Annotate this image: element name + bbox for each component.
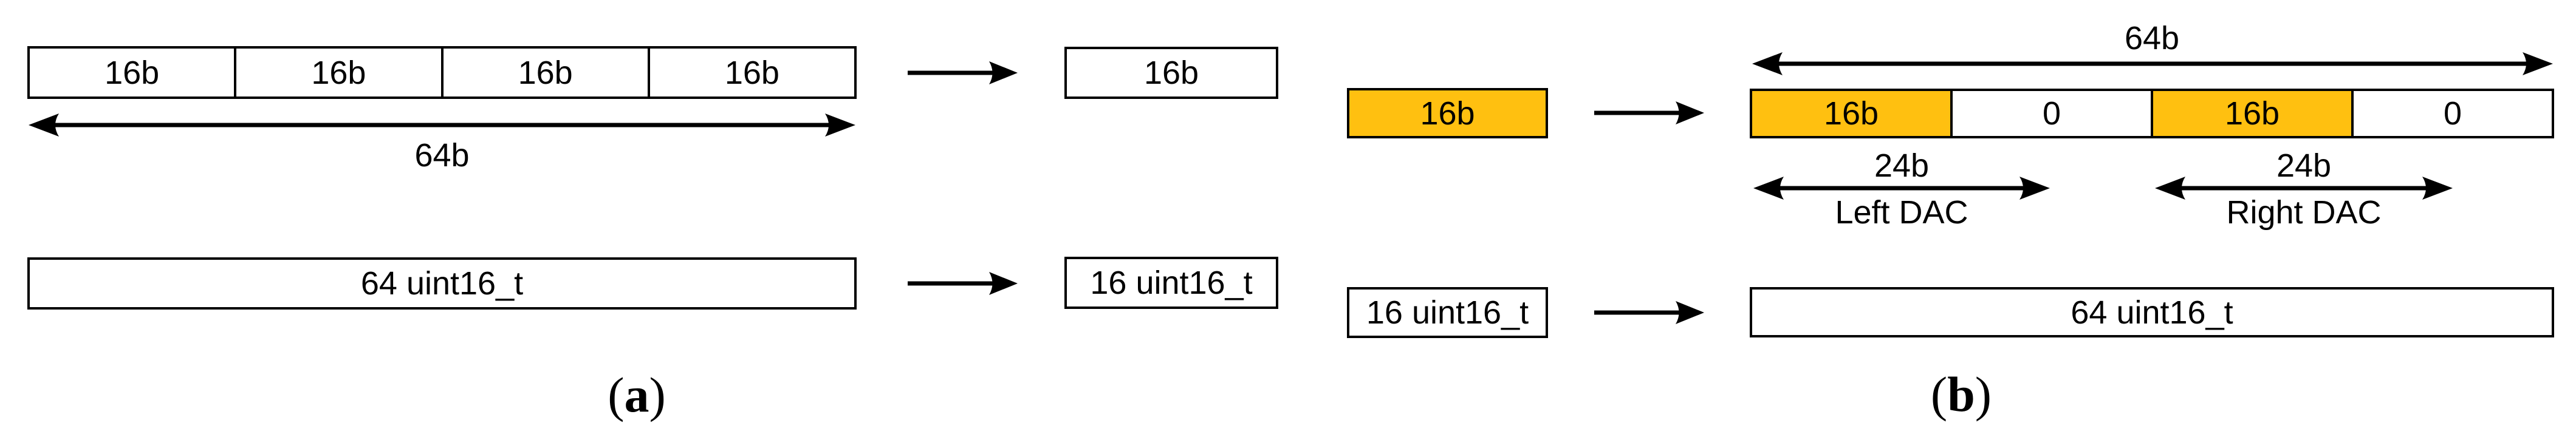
panel-b-sample-box: 16b xyxy=(1347,88,1548,138)
caption-paren: ) xyxy=(1975,367,1992,422)
word-cell: 16b xyxy=(440,49,648,97)
caption-paren: ( xyxy=(1930,367,1948,422)
width-label-24b-right: 24b xyxy=(2276,147,2332,184)
flow-arrow-b-bottom xyxy=(1592,300,1704,325)
panel-b-caption: (b) xyxy=(1840,367,2083,422)
word-cell: 16b xyxy=(647,49,854,97)
panel-b-frame-row: 16b 0 16b 0 xyxy=(1750,89,2554,138)
panel-a-packed-box: 16b xyxy=(1064,47,1278,99)
flow-arrow-a-bottom xyxy=(905,271,1018,296)
label-left-dac: Left DAC xyxy=(1835,194,1968,231)
frame-cell-data: 16b xyxy=(2151,91,2351,136)
flow-arrow-a-top xyxy=(905,61,1018,85)
frame-cell-zero: 0 xyxy=(2351,91,2552,136)
caption-letter: b xyxy=(1947,367,1975,422)
label-right-dac: Right DAC xyxy=(2226,194,2382,231)
width-label-64b-b: 64b xyxy=(2124,20,2180,56)
panel-b-array-out: 64 uint16_t xyxy=(1750,287,2554,337)
caption-letter: a xyxy=(624,367,649,422)
frame-cell-zero: 0 xyxy=(1950,91,2151,136)
span-arrow-24b-left xyxy=(1752,176,2051,200)
panel-a-word-row: 16b 16b 16b 16b xyxy=(27,46,857,99)
width-label-24b-left: 24b xyxy=(1874,147,1930,184)
span-arrow-64b-a xyxy=(27,113,857,137)
panel-b-array-in: 16 uint16_t xyxy=(1347,287,1548,338)
word-cell: 16b xyxy=(234,49,441,97)
panel-a-array-out: 16 uint16_t xyxy=(1064,257,1278,309)
span-arrow-64b-b xyxy=(1751,52,2554,76)
caption-paren: ( xyxy=(608,367,625,422)
caption-paren: ) xyxy=(649,367,666,422)
panel-a-array-in: 64 uint16_t xyxy=(27,257,857,310)
width-label-64b-a: 64b xyxy=(414,137,470,174)
frame-cell-data: 16b xyxy=(1752,91,1950,136)
flow-arrow-b-top xyxy=(1592,101,1704,125)
panel-a-caption: (a) xyxy=(515,367,758,423)
word-cell: 16b xyxy=(30,49,235,97)
span-arrow-24b-right xyxy=(2154,176,2454,200)
